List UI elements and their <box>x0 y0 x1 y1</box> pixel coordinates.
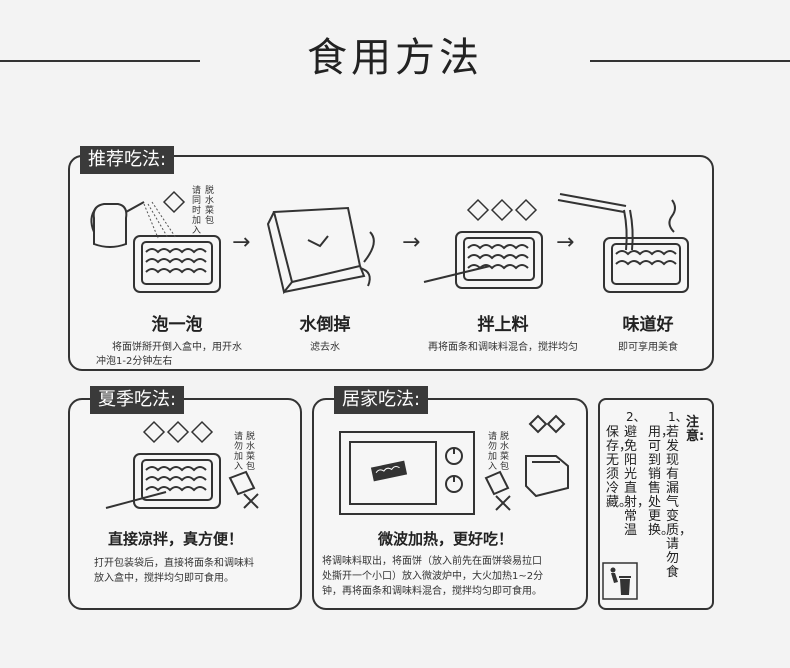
kettle-pour-illustration <box>90 190 221 293</box>
summer-mix-illustration <box>105 420 259 509</box>
note2-text-b: 保存，无须冷藏。 <box>606 425 633 510</box>
step1-packet-label: 请同时加入 <box>192 186 202 236</box>
step-3-title: 拌上料 <box>477 315 529 335</box>
summer-desc1: 打开包装袋后，直接将面条和调味料 <box>94 558 254 569</box>
step-2: 水倒掉 滤去水 <box>280 310 370 355</box>
arrow-2: → <box>402 230 421 255</box>
recommended-tag: 推荐吃法: <box>80 146 175 174</box>
home-tag: 居家吃法: <box>334 386 429 414</box>
ready-to-eat-illustration <box>557 193 689 293</box>
page-title: 食用方法 <box>307 35 483 81</box>
notes-panel <box>598 398 714 610</box>
step-1-desc: 将面饼掰开倒入盒中，用开水 <box>112 342 242 353</box>
step-4-title: 味道好 <box>622 315 674 335</box>
summer-tag: 夏季吃法: <box>90 386 185 414</box>
title-line-left <box>0 60 200 62</box>
drain-water-illustration <box>266 206 375 295</box>
step-3: 拌上料 再将面条和调味料混合，搅拌均匀 <box>408 310 598 355</box>
step-2-title: 水倒掉 <box>299 315 351 335</box>
summer-packet-label: 请勿加入 <box>234 432 244 472</box>
step1-packet-label2: 脱水菜包 <box>205 186 215 226</box>
step-1-desc2: 冲泡1-2分钟左右 <box>96 356 173 367</box>
arrow-3: → <box>556 230 575 255</box>
mix-seasoning-illustration <box>423 198 543 289</box>
summer-caption: 直接凉拌，真方便！ <box>108 530 244 548</box>
title-line-right <box>590 60 790 62</box>
home-desc3: 钟，再将面条和调味料混合，搅拌均匀即可食用。 <box>322 586 542 597</box>
note2-number: 2、 <box>626 410 646 424</box>
step-1-title: 泡一泡 <box>151 315 203 335</box>
step-4: 味道好 即可享用美食 <box>600 310 696 355</box>
recommended-panel <box>68 155 714 371</box>
home-packet-label2: 脱水菜包 <box>500 432 510 472</box>
step-3-desc: 再将面条和调味料混合，搅拌均匀 <box>428 342 578 353</box>
home-desc1: 将调味料取出，将面饼（放入前先在面饼袋易拉口 <box>322 556 542 567</box>
step-4-desc: 即可享用美食 <box>618 342 678 353</box>
note1-text-b: 用，可到销售处更换。 <box>648 425 675 538</box>
trash-bin-icon <box>602 562 638 600</box>
home-packet-label: 请勿加入 <box>488 432 498 472</box>
step-2-desc: 滤去水 <box>310 342 340 353</box>
summer-panel <box>68 398 302 610</box>
arrow-1: → <box>232 230 251 255</box>
summer-packet-label2: 脱水菜包 <box>246 432 256 472</box>
note2-text-a: 避免阳光直射，常温 <box>624 425 651 538</box>
notes-title: 注意: <box>686 415 705 444</box>
home-caption: 微波加热，更好吃！ <box>378 530 514 548</box>
microwave-illustration <box>339 414 569 515</box>
summer-desc2: 放入盒中，搅拌均匀即可食用。 <box>94 573 234 584</box>
home-desc2: 处撕开一个小口）放入微波炉中，大火加热1~2分 <box>322 571 544 582</box>
step-1: 泡一泡 将面饼掰开倒入盒中，用开水 冲泡1-2分钟左右 <box>82 310 272 369</box>
note1-text-a: 若发现有漏气变质，请勿食 <box>666 425 693 580</box>
note1-number: 1、 <box>668 410 688 424</box>
